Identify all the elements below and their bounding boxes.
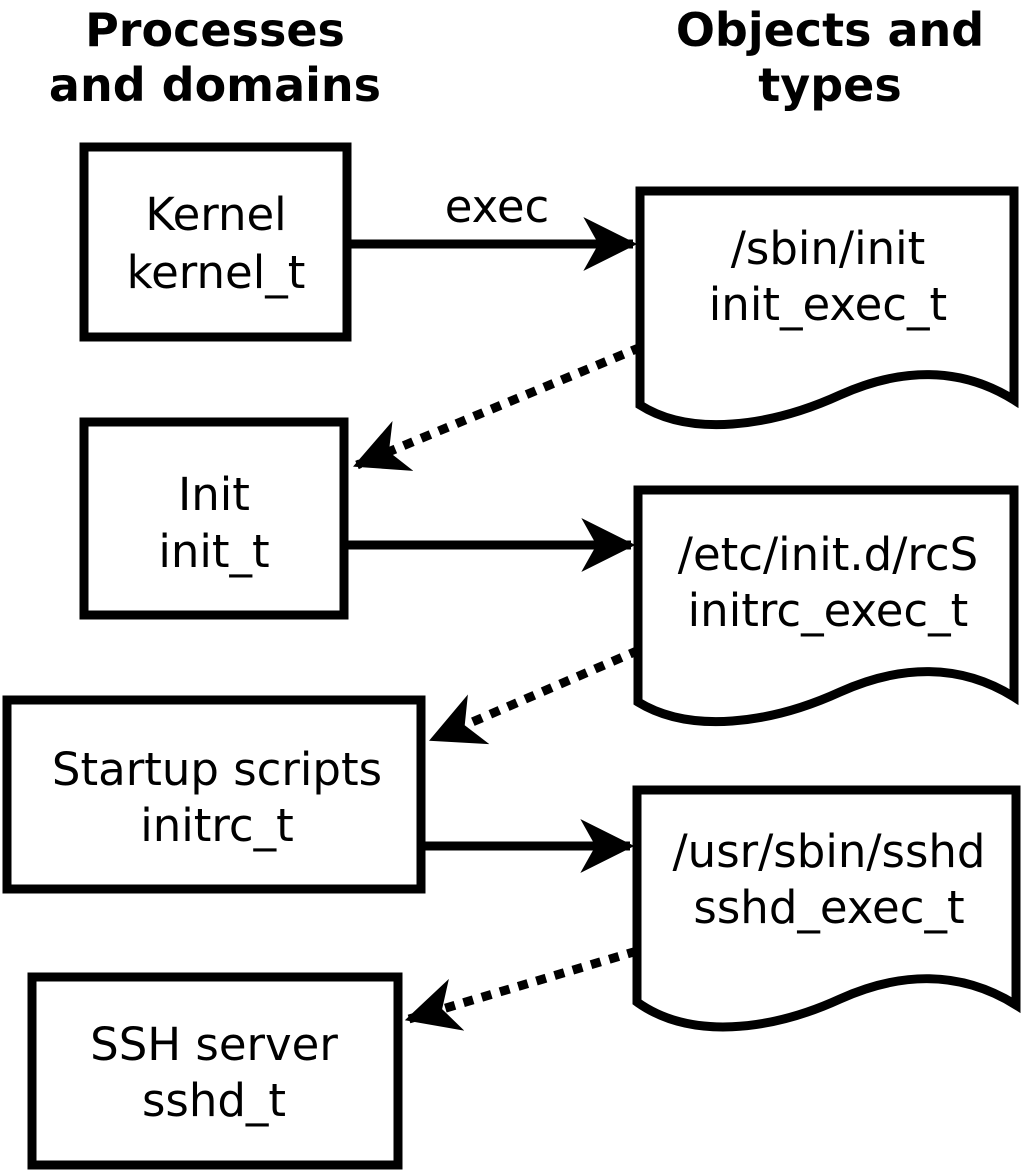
object-doc-usr-sbin-sshd: /usr/sbin/sshd sshd_exec_t <box>632 785 1021 1032</box>
object-doc-sbin-init-shape <box>635 186 1019 430</box>
process-box-ssh-server-shape <box>27 972 403 1170</box>
edge-label-exec: exec <box>445 180 550 233</box>
column-header-processes-line1: Processes <box>85 3 345 57</box>
object-doc-etc-initd-rcs-path: /etc/init.d/rcS <box>678 528 978 581</box>
process-box-ssh-server-type: sshd_t <box>142 1074 286 1127</box>
object-doc-sbin-init-path: /sbin/init <box>731 222 926 275</box>
object-doc-etc-initd-rcs-type: initrc_exec_t <box>688 584 969 637</box>
process-box-kernel-shape <box>79 142 352 342</box>
process-box-kernel-type: kernel_t <box>127 246 306 299</box>
process-box-kernel: Kernel kernel_t <box>79 142 352 342</box>
column-header-objects-line1: Objects and <box>676 3 984 57</box>
process-box-startup-scripts-type: initrc_t <box>140 799 294 852</box>
column-header-objects-line2: types <box>758 58 901 112</box>
process-box-init-name: Init <box>178 468 250 521</box>
process-box-startup-scripts: Startup scripts initrc_t <box>2 695 426 894</box>
object-doc-etc-initd-rcs: /etc/init.d/rcS initrc_exec_t <box>633 485 1019 727</box>
process-box-startup-scripts-shape <box>2 695 426 894</box>
process-box-startup-scripts-name: Startup scripts <box>52 743 382 796</box>
process-box-init-type: init_t <box>158 525 269 578</box>
column-header-processes-line2: and domains <box>49 58 381 112</box>
process-box-ssh-server-name: SSH server <box>90 1018 338 1071</box>
object-doc-sbin-init-type: init_exec_t <box>709 278 947 331</box>
object-doc-usr-sbin-sshd-type: sshd_exec_t <box>693 881 964 934</box>
process-box-init: Init init_t <box>79 417 349 620</box>
edge-rcs-to-startup <box>429 645 641 745</box>
object-doc-usr-sbin-sshd-path: /usr/sbin/sshd <box>673 825 986 878</box>
object-doc-sbin-init: /sbin/init init_exec_t <box>635 186 1019 430</box>
process-box-kernel-name: Kernel <box>145 188 286 241</box>
edge-sshd-exec-to-sshd <box>404 946 639 1031</box>
object-doc-usr-sbin-sshd-shape <box>632 785 1021 1032</box>
edge-sbin-init-to-init <box>353 342 643 471</box>
process-box-ssh-server: SSH server sshd_t <box>27 972 403 1170</box>
object-doc-etc-initd-rcs-shape <box>633 485 1019 727</box>
process-box-init-shape <box>79 417 349 620</box>
